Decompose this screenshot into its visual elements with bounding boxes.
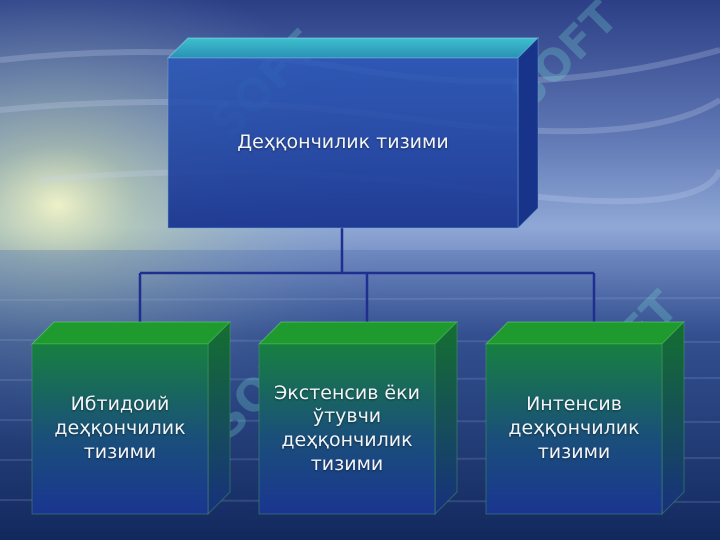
child-node-shape bbox=[257, 320, 459, 516]
child-node-extensive: Экстенсив ёки ўтувчи деҳқончилик тизими bbox=[257, 320, 459, 516]
child-node-shape bbox=[484, 320, 686, 516]
child-node-intensive: Интенсив деҳқончилик тизими bbox=[484, 320, 686, 516]
child-node-label: Интенсив деҳқончилик тизими bbox=[508, 393, 640, 463]
root-node: Деҳқончилик тизими bbox=[166, 36, 540, 230]
child-node-shape bbox=[30, 320, 232, 516]
root-node-label: Деҳқончилик тизими bbox=[237, 131, 449, 154]
child-node-label: Ибтидоий деҳқончилик тизими bbox=[54, 393, 186, 463]
root-node-shape bbox=[166, 36, 540, 230]
child-node-label: Экстенсив ёки ўтувчи деҳқончилик тизими bbox=[274, 381, 420, 475]
child-node-primitive: Ибтидоий деҳқончилик тизими bbox=[30, 320, 232, 516]
